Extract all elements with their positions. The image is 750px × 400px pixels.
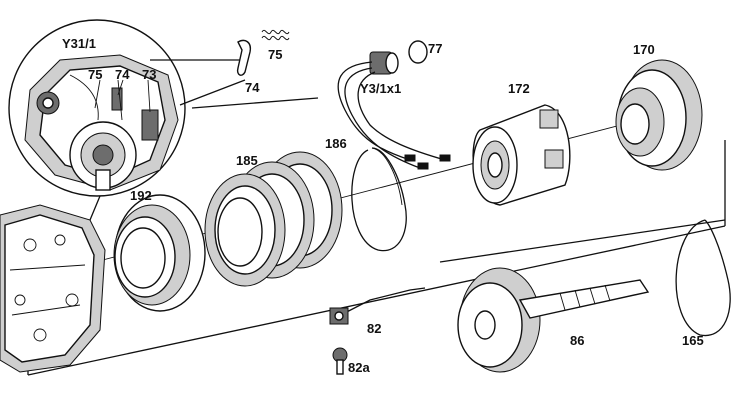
label-inset-73: 73 <box>142 67 156 82</box>
label-y3-1x1: Y3/1x1 <box>360 81 401 96</box>
inset-detail-view <box>8 19 246 233</box>
label-82: 82 <box>367 321 381 336</box>
label-192: 192 <box>130 188 152 203</box>
part-185-clutch-pack <box>204 151 343 287</box>
label-186: 186 <box>325 136 347 151</box>
label-82a: 82a <box>348 360 370 375</box>
label-y31-1: Y31/1 <box>62 36 96 51</box>
transmission-housing <box>0 204 106 373</box>
part-192-piston <box>113 194 206 312</box>
label-172: 172 <box>508 81 530 96</box>
small-parts-top <box>236 29 428 76</box>
part-labels: Y31/1 75 74 73 75 74 77 Y3/1x1 172 170 1… <box>62 36 704 375</box>
label-165: 165 <box>682 333 704 348</box>
part-170-clutch <box>615 59 703 171</box>
label-inset-74: 74 <box>115 67 130 82</box>
part-186-snap-ring <box>351 147 407 252</box>
label-185: 185 <box>236 153 258 168</box>
part-82a-bolt <box>332 347 348 375</box>
label-86: 86 <box>570 333 584 348</box>
label-75: 75 <box>268 47 282 62</box>
part-165-snap-ring <box>675 219 731 337</box>
connector-y3-1x1 <box>337 51 451 170</box>
label-170: 170 <box>633 42 655 57</box>
part-86-output-shaft <box>457 267 650 373</box>
leader-lines <box>94 79 151 113</box>
label-inset-75: 75 <box>88 67 102 82</box>
part-82-sensor <box>329 287 426 325</box>
label-77: 77 <box>428 41 442 56</box>
label-74: 74 <box>245 80 260 95</box>
part-172-drum <box>472 104 571 206</box>
